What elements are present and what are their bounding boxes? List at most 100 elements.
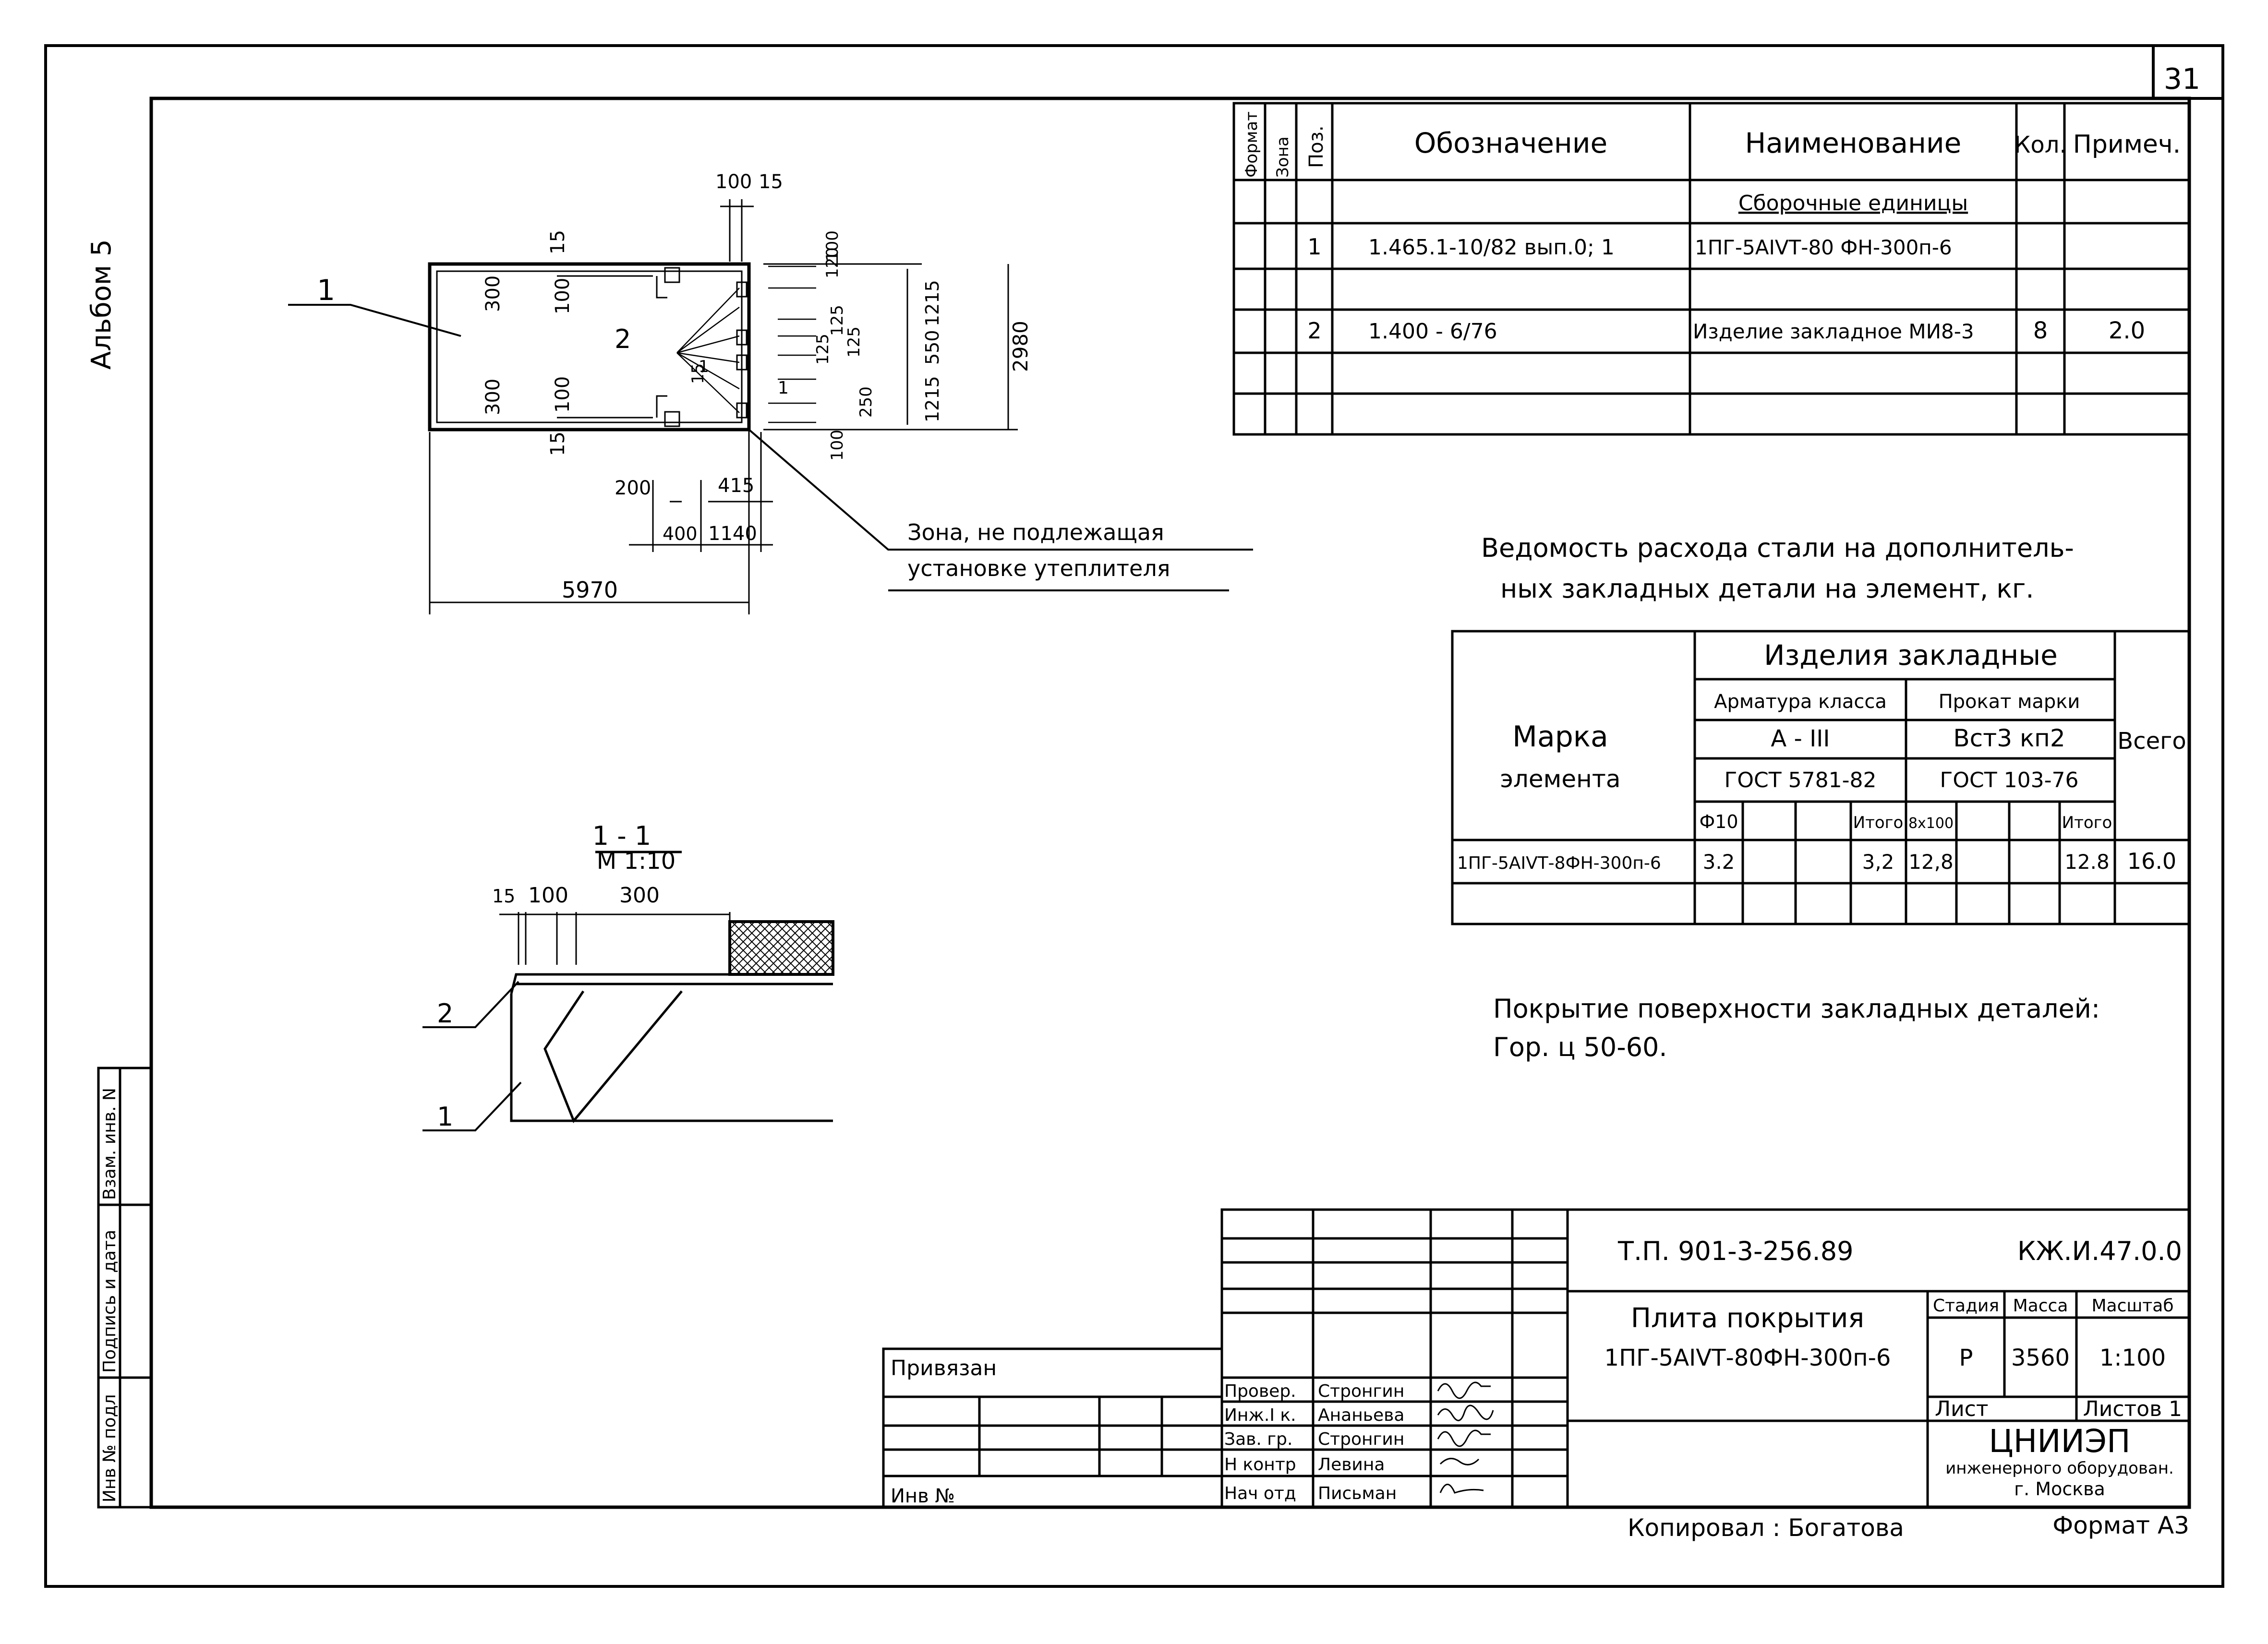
sig-name: Стронгин: [1318, 1381, 1404, 1401]
plan-dim: 125: [813, 334, 832, 365]
spec-row-name: Изделие закладное МИ8-3: [1693, 320, 1974, 343]
plan-dim: 15: [547, 432, 569, 456]
steel-subcol: Ф10: [1699, 811, 1738, 832]
spec-row-pos: 1: [1307, 234, 1321, 260]
plan-dim: 100: [823, 230, 842, 262]
steel-col-mark-line1: Марка: [1512, 720, 1608, 754]
spec-row-designation: 1.400 - 6/76: [1368, 319, 1497, 344]
plan-small-label: 1: [778, 378, 789, 398]
steel-row-mark: 1ПГ-5АIVТ-8ФН-300п-6: [1457, 853, 1661, 873]
title-line1: Плита покрытия: [1631, 1303, 1864, 1334]
stage-value: Р: [1959, 1344, 1973, 1371]
plan-dim: 100: [568, 412, 569, 413]
steel-armature-class: А - III: [1771, 725, 1830, 752]
format-label: Формат А3: [2052, 1512, 2189, 1539]
plan-dim: 300: [482, 379, 504, 415]
plan-dim: 125: [844, 326, 864, 358]
steel-rolled-gost: ГОСТ 103-76: [1940, 768, 2079, 792]
plan-dim: 100: [552, 278, 574, 314]
org-line1: ЦНИИЭП: [1989, 1423, 2130, 1460]
sig-name: Ананьева: [1318, 1405, 1404, 1425]
plan-dim: 100: [552, 376, 574, 413]
spec-header-qty: Кол.: [2014, 132, 2066, 158]
steel-row-value: 3,2: [1862, 850, 1894, 874]
plan-dim: 1140: [708, 523, 757, 545]
steel-rolled-grade: Вст3 кп2: [1953, 724, 2065, 752]
side-stamp: [97, 1067, 153, 1509]
steel-row-value: 3.2: [1703, 850, 1735, 874]
plan-dim: 5970: [562, 577, 618, 603]
sig-role: Н контр: [1224, 1455, 1296, 1475]
plan-dim: 1215: [922, 280, 943, 326]
sheet-number: 31: [2164, 62, 2200, 96]
handwritten-signatures: [1437, 1381, 1494, 1494]
plan-label-1: 1: [317, 274, 335, 307]
album-label: Альбом 5: [86, 239, 117, 370]
section-view: [422, 851, 834, 1131]
mass-value: 3560: [2011, 1344, 2070, 1371]
sig-name: Письман: [1318, 1484, 1397, 1503]
steel-table-row: 1ПГ-5АIVТ-8ФН-300п-6 3.2 3,2 12,8 12.8 1…: [1457, 848, 2176, 874]
plan-small-label: 1: [699, 357, 709, 376]
plan-dim: 15: [688, 363, 708, 384]
plan-label-2: 2: [615, 324, 631, 354]
spec-row-note: 2.0: [2109, 317, 2145, 344]
steel-rolled-label: Прокат марки: [1939, 691, 2080, 713]
org-line2: инженерного оборудован.: [1945, 1459, 2174, 1478]
plan-dim: 15: [759, 171, 783, 193]
title-line2: 1ПГ-5АIVТ-80ФН-300п-6: [1604, 1344, 1891, 1371]
plan-dim: 250: [857, 386, 876, 418]
steel-title-line1: Ведомость расхода стали на дополнитель-: [1481, 533, 2074, 563]
plan-dim: 550: [922, 330, 943, 365]
steel-armature-gost: ГОСТ 5781-82: [1725, 768, 1877, 792]
section-dim: 100: [528, 883, 568, 908]
bound-label: Привязан: [891, 1356, 997, 1380]
spec-header-note: Примеч.: [2073, 130, 2181, 159]
spec-section-title: Сборочные единицы: [1738, 191, 1968, 216]
plan-dim: 100: [715, 171, 752, 193]
plan-dim: 2980: [1009, 321, 1032, 372]
org-line3: г. Москва: [2014, 1478, 2105, 1500]
steel-row-total: 16.0: [2127, 848, 2176, 874]
sig-name: Левина: [1318, 1455, 1385, 1475]
steel-row-value: 12,8: [1908, 850, 1954, 874]
steel-title-line2: ных закладных детали на элемент, кг.: [1500, 574, 2034, 604]
side-stamp-replace: Взам. инв. N: [100, 1088, 120, 1200]
coating-note-line1: Покрытие поверхности закладных деталей:: [1493, 994, 2100, 1024]
coating-note-line2: Гор. ц 50-60.: [1493, 1032, 1667, 1062]
stage-label: Стадия: [1933, 1296, 1999, 1316]
spec-row-name: 1ПГ-5АIVТ-80 ФН-300п-6: [1695, 236, 1952, 259]
plan-dim: 300: [482, 276, 504, 312]
plan-dim: 200: [615, 477, 651, 499]
copied-by: Копировал : Богатова: [1628, 1514, 1904, 1542]
steel-col-mark-line2: элемента: [1500, 765, 1620, 793]
section-label-1: 1: [437, 1102, 453, 1132]
steel-group-header: Изделия закладные: [1764, 639, 2058, 672]
title-block-grid: [882, 1208, 2191, 1509]
outer-frame: [44, 44, 2224, 1588]
side-stamp-signature: Подпись и дата: [100, 1230, 120, 1373]
spec-header-pos: Поз.: [1305, 125, 1327, 168]
mass-label: Масса: [2013, 1296, 2068, 1316]
doc-code: Т.П. 901-3-256.89: [1617, 1236, 1853, 1266]
spec-row: 1 1.465.1-10/82 вып.0; 1 1ПГ-5АIVТ-80 ФН…: [1307, 234, 1952, 260]
plan-dim: 100: [828, 430, 847, 461]
plan-dim: 15: [547, 230, 569, 254]
steel-subcol: 8х100: [1908, 815, 1954, 832]
section-dim: 15: [492, 886, 515, 907]
sheet-label: Лист: [1935, 1397, 1989, 1421]
section-label-2: 2: [437, 998, 453, 1029]
sheet-number-box: [2152, 46, 2223, 100]
steel-row-value: 12.8: [2064, 850, 2110, 874]
spec-header-name: Наименование: [1745, 127, 1962, 159]
plan-view: [288, 199, 1253, 614]
steel-table-grid: [1451, 630, 2191, 925]
spec-row-pos: 2: [1307, 318, 1321, 344]
spec-table-grid: [1232, 102, 2191, 436]
plan-dim: 415: [718, 475, 754, 497]
sheet-code: КЖ.И.47.0.0: [2017, 1236, 2182, 1266]
zone-note-line1: Зона, не подлежащая: [907, 519, 1164, 545]
section-scale: М 1:10: [597, 848, 676, 875]
scale-label: Масштаб: [2091, 1296, 2173, 1316]
